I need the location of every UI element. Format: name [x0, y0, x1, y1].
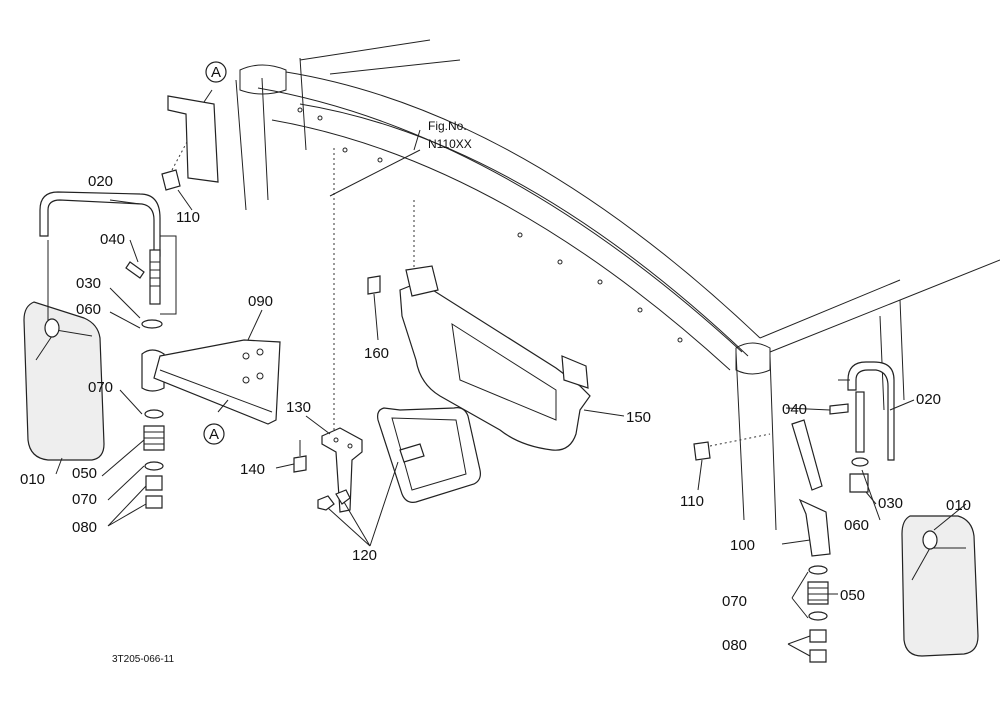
- label-130: 130: [286, 399, 311, 416]
- label-040-left: 040: [100, 231, 125, 248]
- bracket-130: [321, 427, 363, 513]
- label-030-left: 030: [76, 275, 101, 292]
- view-marker-circle-top: A: [205, 61, 227, 83]
- stay-020-right: [847, 361, 895, 493]
- label-070-left: 070: [72, 491, 97, 508]
- label-020-right: 020: [916, 391, 941, 408]
- label-080-right: 080: [722, 637, 747, 654]
- pivot-stack-right: [807, 565, 829, 663]
- rear-view-mirror: [377, 407, 481, 503]
- bolt-140: [293, 440, 307, 473]
- beam-holes: [297, 107, 683, 343]
- label-070-left-top: 070: [88, 379, 113, 396]
- label-040-right: 040: [782, 401, 807, 418]
- label-090: 090: [248, 293, 273, 310]
- label-050-right: 050: [840, 587, 865, 604]
- screw-160: [367, 275, 381, 295]
- label-050-left: 050: [72, 465, 97, 482]
- leader-lines: [55, 129, 967, 657]
- figure-reference: Fig.No. N110XX: [428, 119, 472, 151]
- svg-text:A: A: [209, 426, 219, 443]
- label-150: 150: [626, 409, 651, 426]
- mirror-010-right: [901, 515, 979, 657]
- figure-ref-line1: Fig.No.: [428, 119, 467, 133]
- cab-frame: [167, 39, 1000, 531]
- pin-040-right: [829, 403, 849, 415]
- label-030-right: 030: [878, 495, 903, 512]
- bracket-090: [153, 339, 281, 425]
- sun-visor-150: [399, 265, 591, 451]
- label-010-right: 010: [946, 497, 971, 514]
- label-140: 140: [240, 461, 265, 478]
- label-010-left: 010: [20, 471, 45, 488]
- nuts-120: [317, 489, 351, 511]
- label-020-left: 020: [88, 173, 113, 190]
- label-120: 120: [352, 547, 377, 564]
- label-110-right: 110: [680, 493, 704, 510]
- svg-text:A: A: [211, 64, 221, 81]
- label-160: 160: [364, 345, 389, 362]
- label-110-left: 110: [176, 209, 200, 226]
- bolt-110-right: [693, 433, 771, 461]
- part-labels: 020 040 030 060 090 070 050 010 070 080 …: [20, 173, 971, 654]
- mirror-010-left: [23, 301, 105, 461]
- document-id: 3T205-066-11: [112, 654, 175, 665]
- label-060-right: 060: [844, 517, 869, 534]
- figure-ref-line2: N110XX: [428, 137, 472, 151]
- bolt-110-left: [161, 139, 189, 191]
- view-marker-circle-bottom: A: [203, 423, 225, 445]
- pivot-stack-left: [125, 235, 177, 509]
- label-060-left: 060: [76, 301, 101, 318]
- label-100: 100: [730, 537, 755, 554]
- label-070-right: 070: [722, 593, 747, 610]
- label-080-left: 080: [72, 519, 97, 536]
- bracket-100: [791, 419, 831, 557]
- view-marker-arrows: [203, 89, 850, 413]
